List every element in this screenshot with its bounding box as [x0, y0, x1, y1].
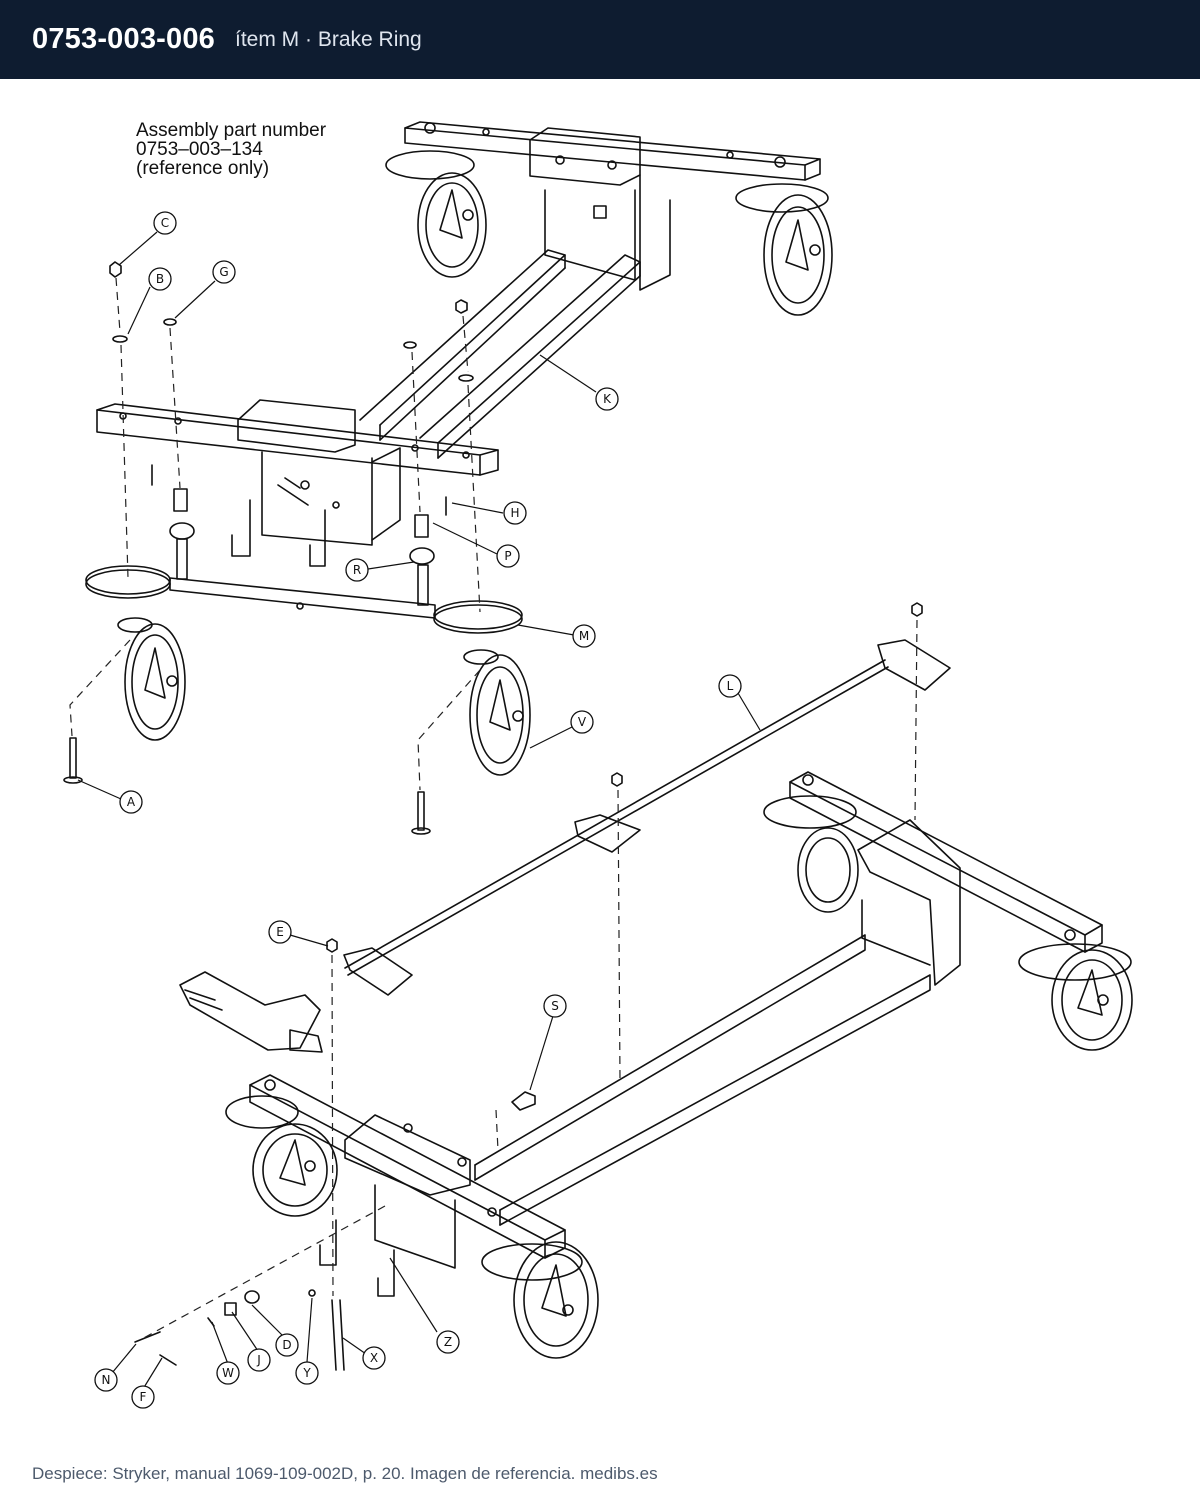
brake-rod-brackets	[343, 639, 951, 996]
assembly-note-line2: 0753–003–134	[136, 139, 263, 160]
callout-E: E	[276, 925, 284, 939]
item-label: ítem M · Brake Ring	[235, 27, 422, 51]
callout-A: A	[127, 795, 136, 809]
brake-rod	[344, 659, 889, 976]
upper-hardware	[109, 261, 474, 382]
source-footer: Despiece: Stryker, manual 1069-109-002D,…	[32, 1464, 658, 1483]
upper-rear-caster-right	[735, 183, 833, 316]
upper-front-caster-right	[463, 649, 531, 776]
callout-C: C	[161, 216, 169, 230]
upper-rear-crossbar	[404, 121, 821, 291]
callout-J: J	[256, 1353, 261, 1367]
callout-F: F	[140, 1390, 147, 1404]
callout-N: N	[102, 1373, 111, 1387]
callout-H: H	[510, 506, 519, 520]
lower-rear-caster-left	[763, 795, 859, 913]
lower-front-caster-right	[481, 1241, 599, 1359]
header-bar: 0753-003-006 ítem M · Brake Ring	[0, 0, 1200, 79]
upper-base-rails	[359, 249, 641, 459]
leader-lines	[77, 231, 761, 1390]
callout-D: D	[282, 1338, 291, 1352]
callout-B: B	[156, 272, 164, 286]
callout-Z: Z	[444, 1335, 452, 1349]
upper-brake-ring-right	[433, 600, 523, 634]
upper-front-crossbar	[96, 399, 499, 567]
assembly-lines	[69, 277, 918, 1341]
caster-axle-bolts	[63, 737, 431, 835]
assembly-note-line3: (reference only)	[136, 158, 270, 179]
callout-Y: Y	[302, 1366, 311, 1380]
lower-rear-crossbar	[789, 771, 1103, 986]
callout-W: W	[222, 1366, 234, 1380]
callout-M: M	[579, 629, 589, 643]
upper-front-caster-left	[117, 617, 186, 741]
callout-G: G	[219, 265, 228, 279]
callout-S: S	[551, 999, 559, 1013]
callout-K: K	[603, 392, 612, 406]
lower-front-caster-left	[225, 1095, 338, 1217]
lower-hardware	[134, 602, 923, 1371]
callout-L: L	[727, 679, 734, 693]
assembly-note: Assembly part number 0753–003–134 (refer…	[136, 121, 326, 178]
lower-base-rails	[474, 934, 931, 1226]
assembly-note-line1: Assembly part number	[136, 120, 327, 141]
callout-V: V	[578, 715, 587, 729]
upper-rear-caster-left	[385, 150, 487, 278]
upper-bushings	[151, 464, 447, 606]
callout-R: R	[353, 563, 361, 577]
exploded-diagram: C B G K H P R M V A L E S Z D J W Y X N …	[63, 121, 1133, 1409]
brake-pedal	[179, 971, 323, 1053]
callout-X: X	[370, 1351, 378, 1365]
brake-ring-connecting-bar	[169, 577, 436, 619]
callout-labels: C B G K H P R M V A L E S Z D J W Y X N …	[102, 216, 734, 1404]
callout-P: P	[504, 549, 511, 563]
lower-rear-caster-right	[1018, 943, 1133, 1051]
callout-circles	[94, 211, 742, 1409]
part-number: 0753-003-006	[32, 23, 215, 55]
